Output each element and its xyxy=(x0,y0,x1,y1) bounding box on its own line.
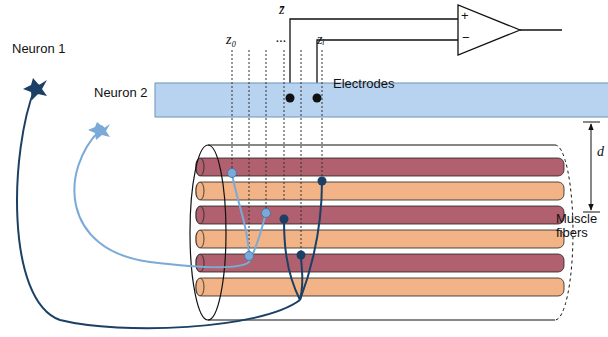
position-label: z₀ xyxy=(226,32,236,47)
electrode-label: Electrodes xyxy=(333,77,394,91)
muscle-label: Muscle fibers xyxy=(556,212,604,241)
muscle-fiber xyxy=(196,182,564,200)
input-sign: − xyxy=(462,31,470,45)
neuron-1-body xyxy=(23,78,47,100)
neuron-2-body xyxy=(88,122,110,140)
input-sign: + xyxy=(461,9,469,23)
muscle-fiber xyxy=(196,206,564,224)
muscle-fibers xyxy=(196,158,564,296)
dimension-label: d xyxy=(597,144,604,159)
muscle-fiber xyxy=(196,230,564,248)
output-wire xyxy=(520,29,562,30)
ellipsis-label: ... xyxy=(276,30,287,45)
position-label: z̄ xyxy=(279,2,284,17)
electrode-dot xyxy=(313,94,322,103)
electrode-dot xyxy=(286,94,295,103)
position-label: zᵢ xyxy=(317,32,325,47)
amplifier-symbol xyxy=(458,5,520,55)
muscle-fiber xyxy=(196,158,564,176)
muscle-fiber xyxy=(196,278,564,296)
cylinder-face xyxy=(190,145,226,320)
dimension-arrow xyxy=(591,124,592,210)
neuron-2-axon xyxy=(74,130,266,267)
neuron-1-axon xyxy=(17,88,322,328)
neuron-label: Neuron 1 xyxy=(12,42,65,56)
neuron-label: Neuron 2 xyxy=(94,86,147,100)
